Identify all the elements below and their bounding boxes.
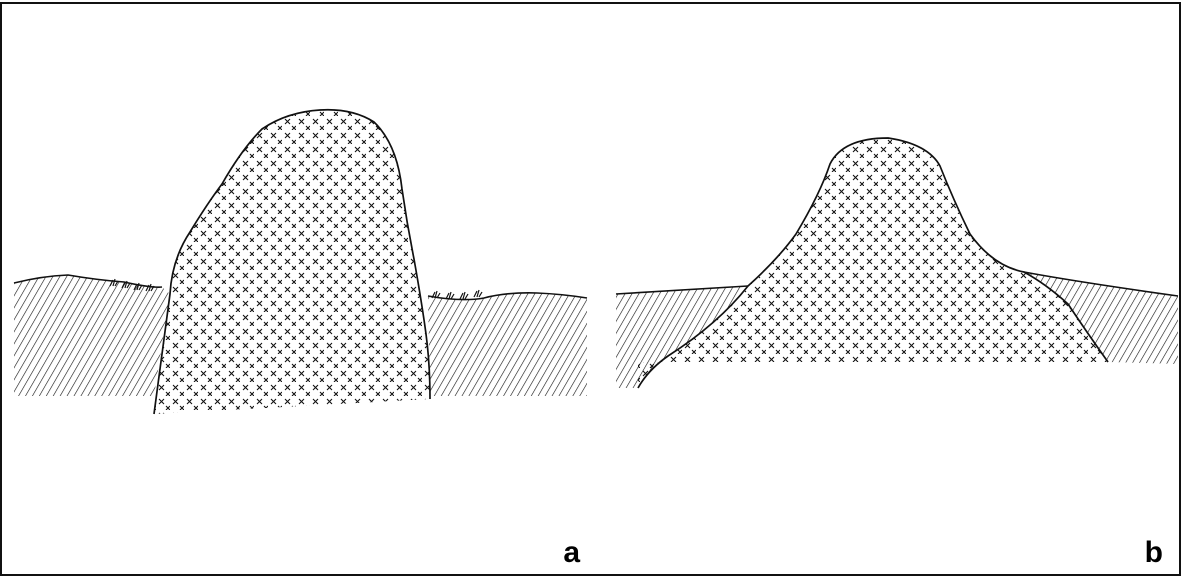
- panel-label-a: a: [563, 538, 580, 568]
- intrusive-body-a: [154, 110, 430, 414]
- intrusive-body-b: [638, 138, 1108, 388]
- ground-left-a: [14, 275, 170, 396]
- panel-a-drawing: [2, 4, 598, 574]
- panel-label-b: b: [1145, 538, 1163, 568]
- ground-right-a: [428, 293, 587, 396]
- panel-b: b: [598, 2, 1181, 576]
- panel-a: a: [0, 2, 600, 576]
- panel-b-drawing: [598, 4, 1179, 574]
